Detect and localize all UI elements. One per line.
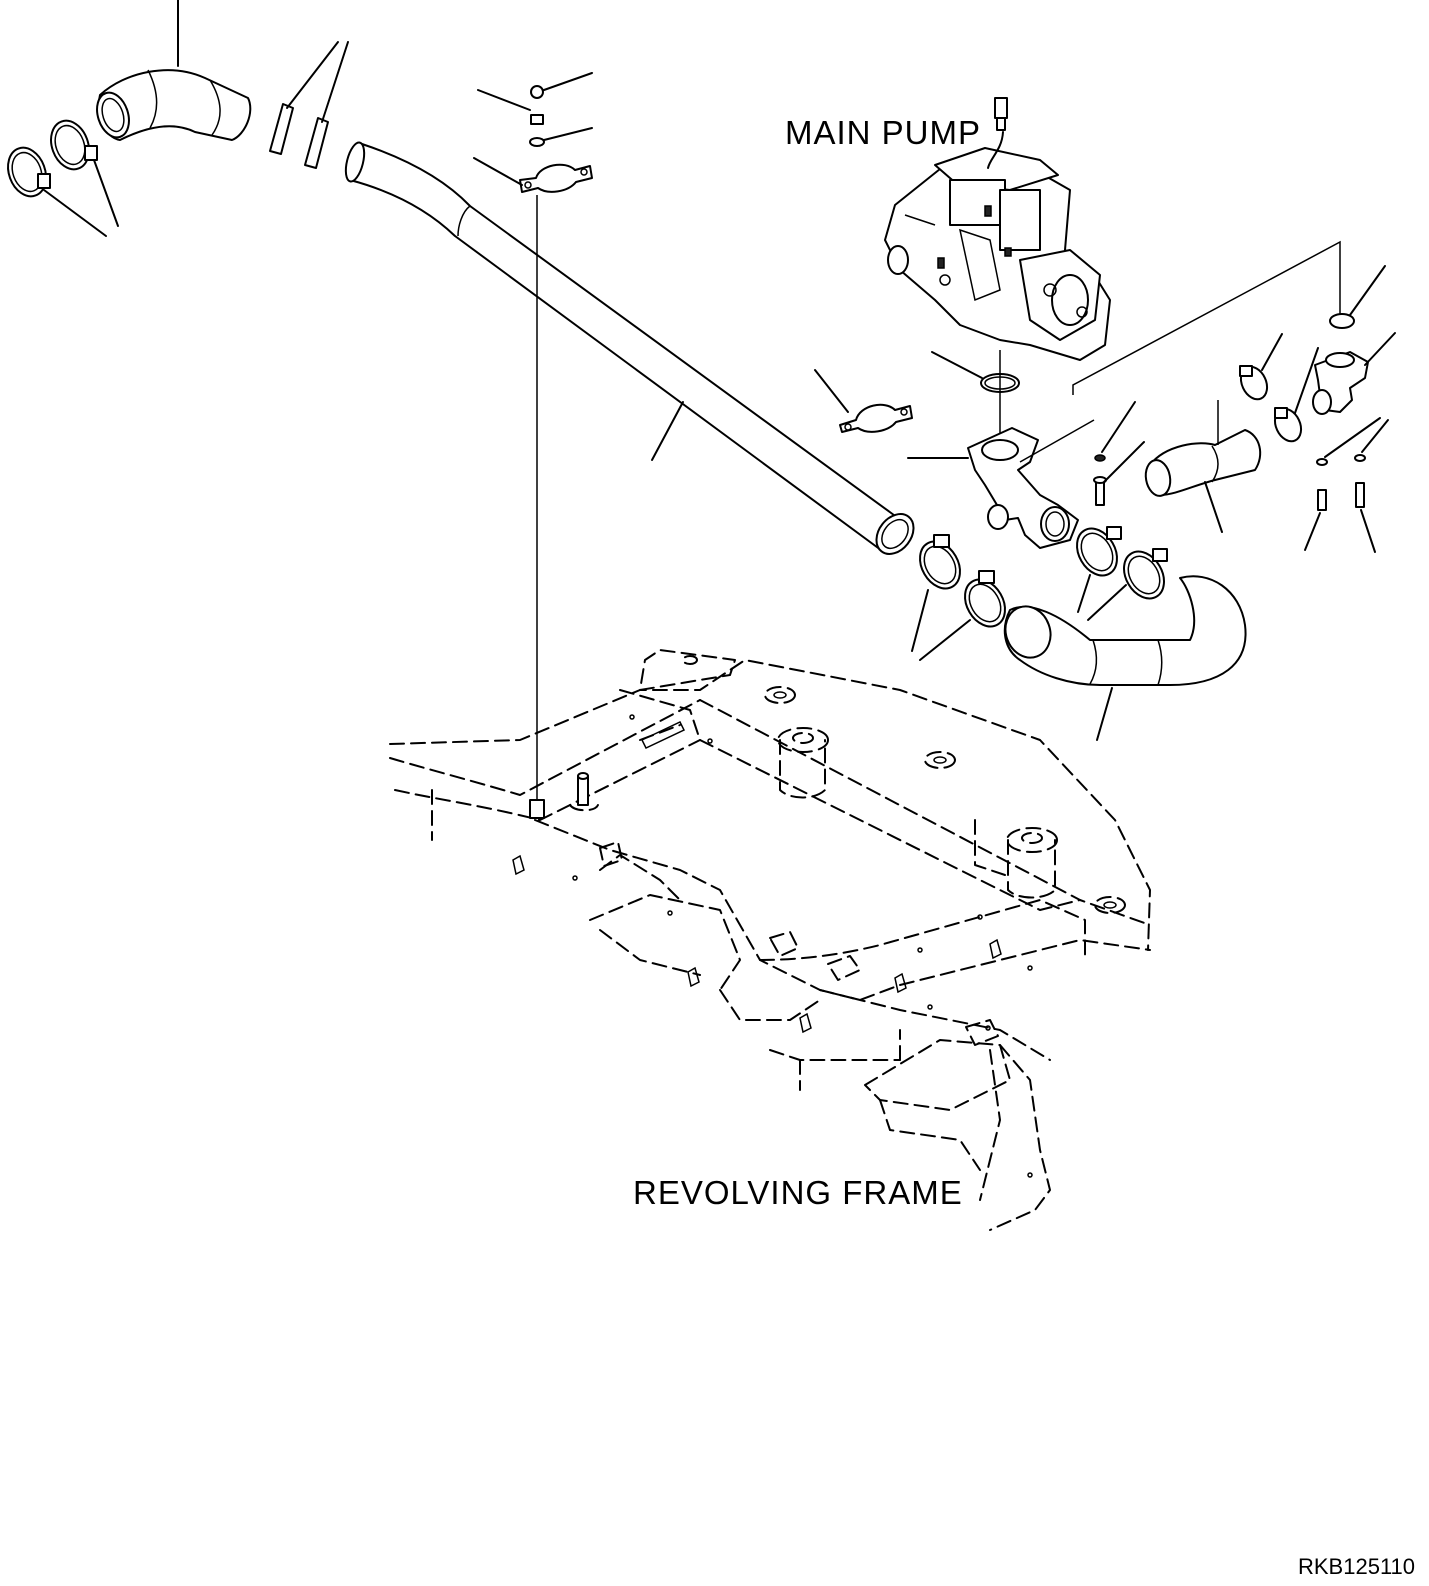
revolving-frame-label: REVOLVING FRAME [633,1174,963,1211]
leader-line [1361,419,1389,453]
hose-clamp [7,146,51,198]
leader-line [1103,441,1145,483]
leader-line [543,72,593,91]
hose-clamp [919,534,961,590]
hose-clamp [1273,407,1303,443]
suction-pipe [344,141,915,555]
leader-line [1304,512,1321,551]
leader-line [43,189,107,237]
hose-clamp [964,570,1006,628]
leader-line [931,351,983,379]
revolving-frame [389,649,1151,1231]
upper-elbow-hose [96,69,252,141]
pipe-bracket [839,403,913,433]
leader-line [1364,332,1396,366]
suction-flange-elbow [967,427,1079,549]
hose-clamp [1076,526,1122,577]
leader-line [473,157,523,186]
leader-line [1349,265,1386,316]
u-shaped-hose [1003,575,1247,686]
bolt [1093,454,1107,506]
main-pump-label: MAIN PUMP [785,114,982,151]
assembly-line [1019,419,1095,463]
leader-line [919,619,971,661]
leader-line [93,159,119,227]
leader-line [1360,509,1376,553]
leader-line [814,369,849,413]
leader-line [286,41,339,109]
main-pump [884,97,1111,361]
hose-clamp [50,119,98,171]
leader-line [651,401,684,461]
leader-line [1204,481,1223,533]
leader-line [1294,347,1319,414]
leader-line [1077,574,1091,613]
leader-line [1324,417,1381,458]
leader-line [1261,333,1283,371]
assembly-line [1072,240,1341,395]
leader-line [911,589,929,652]
pilot-hose [1144,429,1262,497]
hose-clamp [1239,365,1269,401]
leader-line [1087,584,1127,621]
drawing-code: RKB125110 [1298,1554,1416,1579]
leader-line [1096,687,1113,741]
leader-line [321,41,349,123]
leader-line [1101,401,1136,453]
bolt [529,85,545,147]
leader-line [477,89,531,111]
leader-line [543,127,593,141]
hose-clamp [1123,548,1168,600]
o-ring [1329,313,1355,329]
pipe-bracket [519,163,593,193]
spacer-plate [269,103,329,169]
elbow-fitting [1312,351,1369,415]
bolt [1316,454,1366,511]
